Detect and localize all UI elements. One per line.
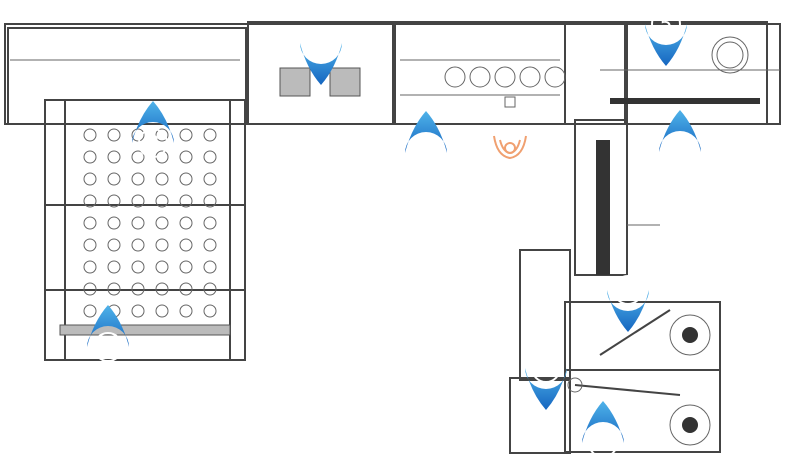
rack-slot	[203, 282, 217, 296]
marker-pin-9[interactable]: 9	[87, 305, 129, 362]
rack-slot	[203, 150, 217, 164]
rack-slot	[107, 260, 121, 274]
marker-number: 7	[315, 31, 328, 55]
marker-ring	[306, 28, 336, 58]
rack-slot	[107, 150, 121, 164]
marker-ring	[411, 138, 441, 168]
rack-slot	[107, 128, 121, 142]
rack-slot	[179, 216, 193, 230]
marker-number: 2	[597, 431, 610, 455]
vertical-conveyor	[574, 119, 660, 276]
marker-pin-7[interactable]: 7	[300, 28, 342, 85]
rack-slot	[107, 216, 121, 230]
rack-slot	[83, 282, 97, 296]
rack-slot	[203, 260, 217, 274]
rack-slot	[155, 282, 169, 296]
marker-pin-shape	[582, 401, 624, 443]
rack-slot	[155, 304, 169, 318]
rack-slot	[83, 194, 97, 208]
marker-ring	[651, 9, 681, 39]
rack-slot	[179, 150, 193, 164]
rack-slot	[203, 128, 217, 142]
mold-station-row	[444, 66, 566, 108]
rack-slot	[179, 128, 193, 142]
rack-slot	[203, 216, 217, 230]
marker-number: 1	[540, 356, 553, 380]
rack-slot	[83, 128, 97, 142]
marker-pin-5[interactable]: 5	[645, 9, 687, 66]
marker-pin-6[interactable]: 6	[405, 111, 447, 168]
marker-pin-shape	[525, 368, 567, 410]
marker-number: 9	[102, 335, 115, 359]
marker-ring	[665, 137, 695, 167]
marker-number: 5	[660, 12, 673, 36]
rack-slot	[131, 304, 145, 318]
rack-slot	[107, 172, 121, 186]
rack-slot	[131, 260, 145, 274]
rack-slot	[107, 282, 121, 296]
rack-slot	[83, 238, 97, 252]
rack-slot	[179, 238, 193, 252]
rack-slot	[179, 194, 193, 208]
marker-ring	[531, 353, 561, 383]
marker-pin-shape	[659, 110, 701, 152]
rack-slot	[203, 304, 217, 318]
marker-pin-shape	[405, 111, 447, 153]
marker-pin-8[interactable]: 8	[132, 101, 174, 158]
rack-slot	[107, 194, 121, 208]
top-production-line	[4, 21, 781, 125]
marker-pin-shape	[87, 305, 129, 347]
rack-slot	[83, 150, 97, 164]
marker-ring	[588, 428, 618, 458]
rack-slot	[155, 194, 169, 208]
marker-pin-1[interactable]: 1	[525, 353, 567, 410]
marker-pin-2[interactable]: 2	[582, 401, 624, 458]
marker-pin-shape	[645, 24, 687, 66]
marker-pin-shape	[132, 101, 174, 143]
marker-number: 8	[147, 131, 160, 155]
rack-slot	[131, 150, 145, 164]
rack-slot	[203, 238, 217, 252]
rack-slot	[131, 238, 145, 252]
left-storage-rack	[44, 99, 246, 361]
rack-slot	[179, 282, 193, 296]
marker-pin-shape	[300, 43, 342, 85]
rack-slot	[131, 194, 145, 208]
rack-slot	[155, 172, 169, 186]
rack-slot	[83, 304, 97, 318]
marker-pin-shape	[607, 290, 649, 332]
rack-slot	[203, 194, 217, 208]
marker-ring	[138, 128, 168, 158]
marker-ring	[93, 332, 123, 362]
marker-pin-4[interactable]: 4	[659, 110, 701, 167]
rack-slot	[83, 260, 97, 274]
marker-pin-3[interactable]: 3	[607, 275, 649, 332]
rack-slot	[179, 172, 193, 186]
rack-slot	[179, 260, 193, 274]
operator-icon	[493, 135, 527, 160]
rack-slot	[179, 304, 193, 318]
rack-slot	[203, 172, 217, 186]
rack-slot	[155, 260, 169, 274]
rack-slot	[83, 172, 97, 186]
rack-slot	[107, 238, 121, 252]
marker-ring	[613, 275, 643, 305]
marker-number: 3	[622, 278, 635, 302]
rack-slot	[131, 282, 145, 296]
marker-number: 4	[674, 140, 687, 164]
marker-number: 6	[420, 141, 433, 165]
rack-slot	[155, 238, 169, 252]
rack-slot	[131, 172, 145, 186]
rack-slot	[131, 216, 145, 230]
rack-slot	[83, 216, 97, 230]
rack-slot	[155, 128, 169, 142]
rack-slot	[155, 216, 169, 230]
rack-slot	[131, 128, 145, 142]
bottom-right-station	[509, 249, 721, 454]
